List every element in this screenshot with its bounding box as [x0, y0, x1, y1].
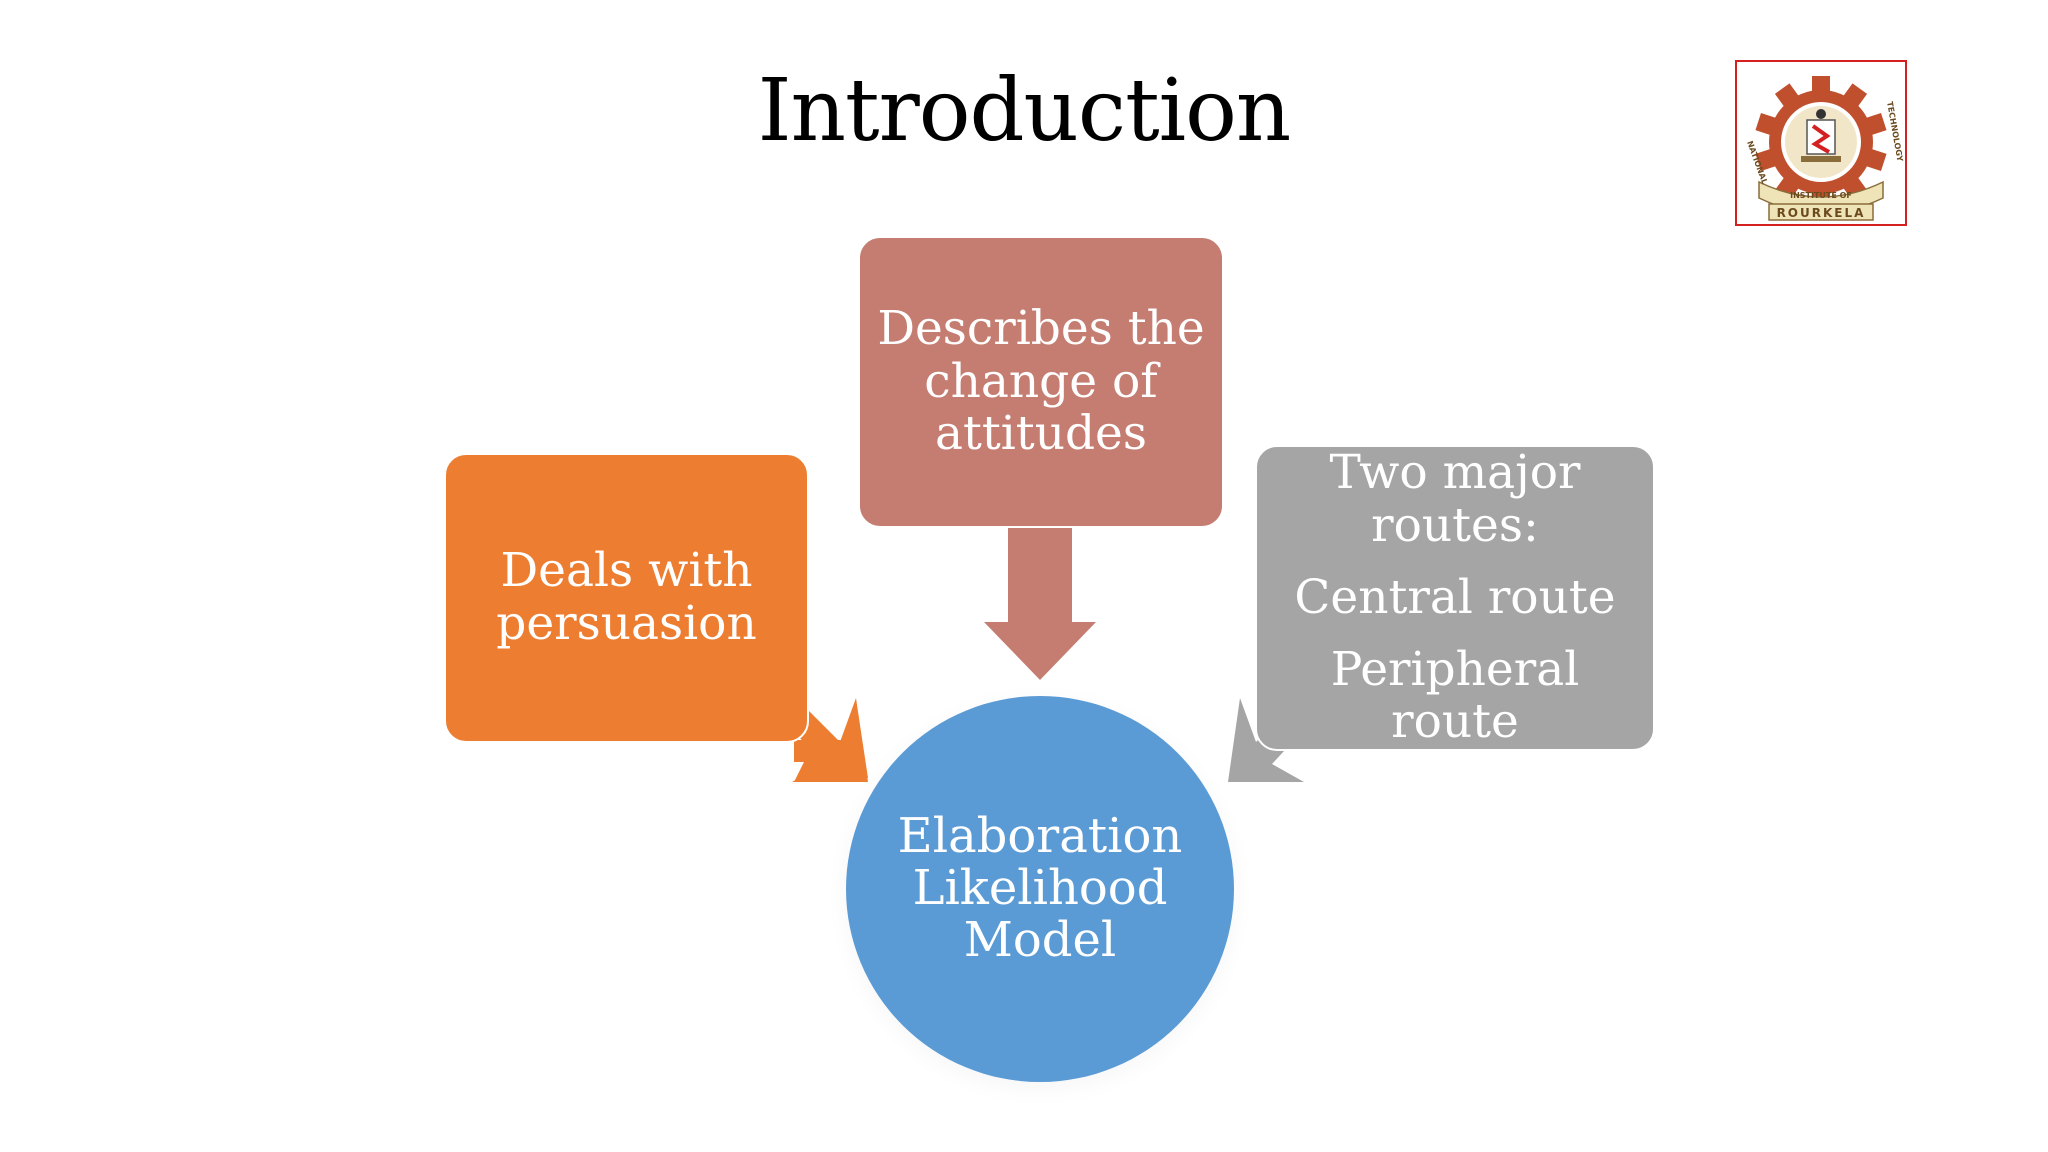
persuasion-line-2: persuasion — [496, 596, 757, 651]
elm-line-2: Likelihood — [912, 860, 1168, 917]
elm-line-3: Model — [963, 911, 1117, 968]
routes-heading-line-1: Two major — [1329, 445, 1581, 500]
peripheral-route-line-2: route — [1391, 694, 1519, 750]
attitude-change-box: Describes the change of attitudes — [858, 236, 1224, 528]
elm-line-1: Elaboration — [897, 808, 1183, 865]
logo-bottom-text: ROURKELA — [1777, 206, 1866, 220]
logo-middle-text: INSTITUTE OF — [1790, 191, 1852, 200]
attitude-line-3: attitudes — [934, 406, 1147, 462]
persuasion-box: Deals with persuasion — [444, 453, 809, 743]
routes-box: Two major routes: Central route Peripher… — [1255, 445, 1655, 751]
attitude-line-1: Describes the — [877, 301, 1205, 357]
institute-seal-icon: ROURKELA INSTITUTE OF NATIONAL TECHNOLOG… — [1745, 76, 1904, 221]
institute-logo: ROURKELA INSTITUTE OF NATIONAL TECHNOLOG… — [1735, 60, 1907, 226]
routes-heading-line-2: routes: — [1371, 497, 1539, 553]
attitude-line-2: change of — [924, 353, 1158, 409]
left-connector-arrow — [792, 698, 868, 782]
central-route-label: Central route — [1294, 569, 1616, 625]
logo-right-text: TECHNOLOGY — [1885, 101, 1904, 163]
slide-title: Introduction — [757, 61, 1292, 161]
persuasion-line-1: Deals with — [500, 543, 753, 599]
down-arrow-icon — [984, 528, 1096, 680]
elm-center-circle: Elaboration Likelihood Model — [846, 696, 1234, 1082]
peripheral-route-line-1: Peripheral — [1330, 641, 1580, 697]
